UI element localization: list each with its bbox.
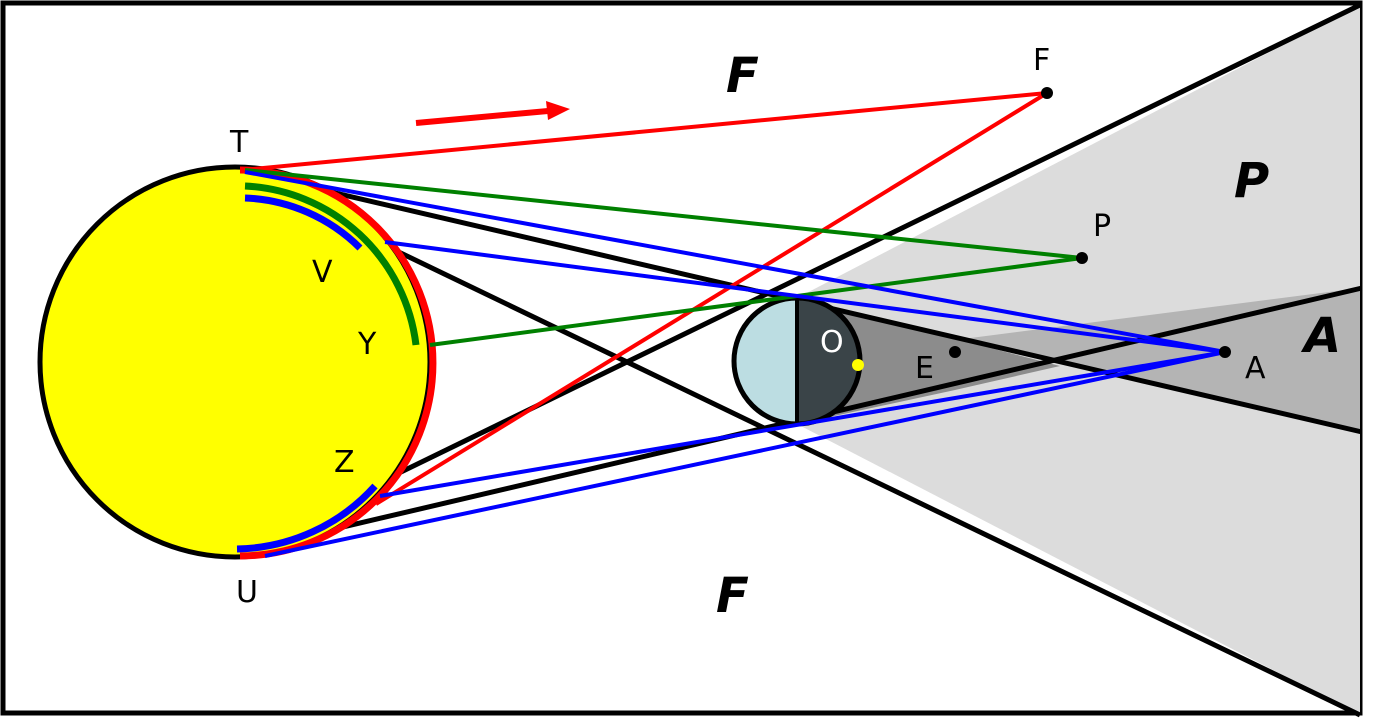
umbra-region — [797, 298, 1060, 424]
ray-blue-U-to-A — [264, 350, 1226, 558]
ray-red-T-to-F — [241, 91, 1048, 172]
label-O: O — [820, 325, 844, 360]
region-label-full-bottom: F — [716, 568, 749, 624]
point-P — [1076, 252, 1088, 264]
ray-red-Z-to-F — [374, 91, 1049, 506]
penumbra-lower-boundary — [243, 175, 1362, 718]
label-E: E — [915, 351, 934, 386]
penumbra-upper-boundary — [243, 2, 1362, 551]
ray-blue-T-to-A — [244, 170, 1226, 354]
ray-blue-V-to-A — [384, 240, 1226, 354]
moon-dark-half — [797, 298, 860, 424]
motion-arrow-head — [546, 101, 570, 120]
point-A — [1219, 346, 1231, 358]
label-F: F — [1033, 43, 1050, 78]
arc-blue-top-visible-from-A — [244, 194, 363, 251]
point-E — [949, 346, 961, 358]
region-label-penumbra: P — [1234, 153, 1269, 209]
label-T: T — [229, 125, 249, 160]
arc-red-visible-from-F — [239, 166, 437, 560]
moon-yellow-dot — [852, 359, 864, 371]
label-V: V — [312, 255, 333, 290]
moon-lit-half — [734, 298, 797, 424]
label-P: P — [1093, 209, 1111, 244]
arc-green-visible-from-P — [244, 182, 420, 346]
ray-green-Y-to-P — [429, 256, 1083, 347]
motion-arrow-shaft — [415, 108, 549, 126]
antumbra-region — [955, 288, 1360, 432]
label-U: U — [236, 575, 258, 610]
label-A: A — [1245, 351, 1266, 386]
ray-blue-Z-to-A — [379, 350, 1226, 498]
label-Z: Z — [334, 445, 355, 480]
ray-green-T-to-P — [244, 168, 1083, 260]
region-label-antumbra: A — [1300, 308, 1341, 364]
point-F — [1041, 87, 1053, 99]
arc-blue-bottom-visible-from-A — [236, 483, 378, 553]
region-label-full-top: F — [726, 48, 759, 104]
label-Y: Y — [357, 327, 377, 362]
